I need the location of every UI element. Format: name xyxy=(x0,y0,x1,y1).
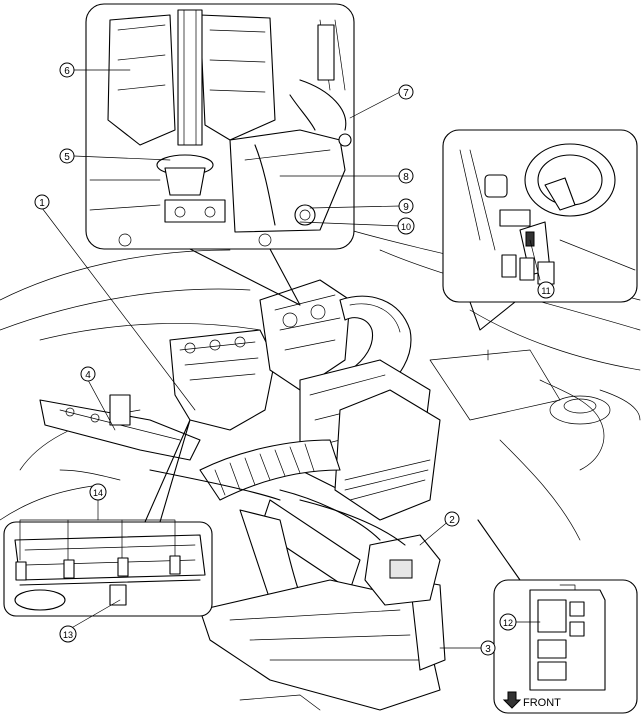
injector-detail-inset xyxy=(3,419,213,617)
front-indicator: FRONT xyxy=(502,691,561,709)
callout-12: 12 xyxy=(499,613,517,631)
callout-12-label: 12 xyxy=(503,618,513,628)
callout-3-label: 3 xyxy=(485,644,491,655)
callout-1: 1 xyxy=(34,194,50,210)
callout-2: 2 xyxy=(444,511,460,527)
callout-5-label: 5 xyxy=(64,152,70,163)
callout-9: 9 xyxy=(398,198,414,214)
callout-10: 10 xyxy=(397,217,415,235)
callout-6-label: 6 xyxy=(64,66,70,77)
callout-7: 7 xyxy=(398,84,414,100)
callout-7-label: 7 xyxy=(403,88,409,99)
callout-10-label: 10 xyxy=(401,222,411,232)
callout-8: 8 xyxy=(398,168,414,184)
callout-2-label: 2 xyxy=(449,515,455,526)
callout-1-label: 1 xyxy=(39,198,45,209)
cabin-detail-inset xyxy=(442,129,638,331)
turbo-detail-inset xyxy=(85,3,355,306)
callout-13: 13 xyxy=(59,625,77,643)
callout-14: 14 xyxy=(89,483,107,501)
callout-8-label: 8 xyxy=(403,172,409,183)
down-arrow-icon xyxy=(502,691,522,709)
callout-11-label: 11 xyxy=(541,286,550,296)
callout-6: 6 xyxy=(59,62,75,78)
callout-4: 4 xyxy=(80,366,96,382)
callout-11: 11 xyxy=(537,281,555,299)
callout-4-label: 4 xyxy=(85,370,91,381)
callout-14-label: 14 xyxy=(93,488,103,498)
front-label: FRONT xyxy=(523,697,561,709)
relay-box-inset xyxy=(477,519,638,714)
callout-3: 3 xyxy=(480,640,496,656)
callout-5: 5 xyxy=(59,148,75,164)
callout-13-label: 13 xyxy=(63,630,73,640)
engine-assembly xyxy=(39,279,446,711)
callout-9-label: 9 xyxy=(403,202,409,213)
leader-lines xyxy=(41,69,541,649)
